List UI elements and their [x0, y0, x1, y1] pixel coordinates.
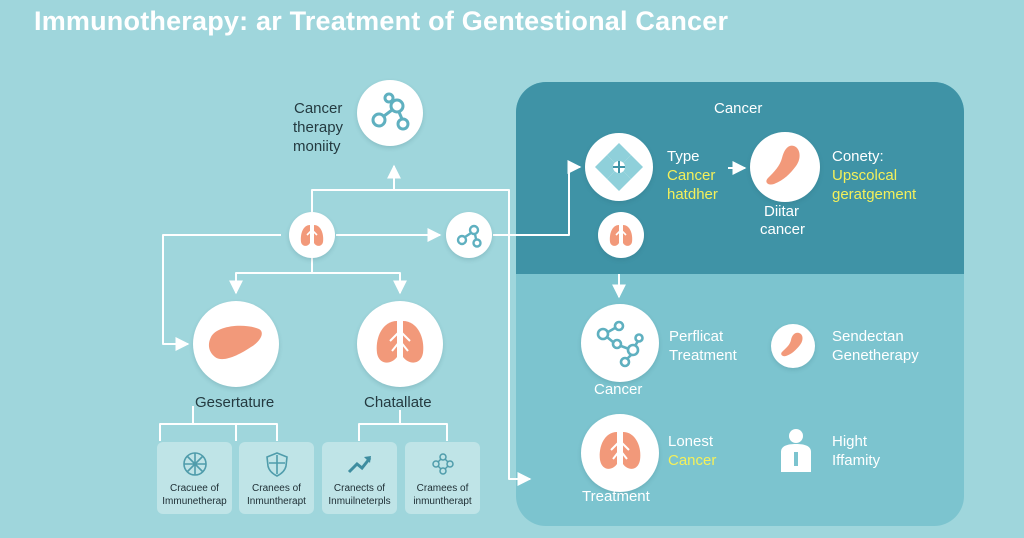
hight-line-2: Iffamity — [832, 452, 881, 469]
lungs-icon — [376, 315, 424, 363]
card-2-line-1: Cranees of — [252, 483, 301, 494]
stomach-icon — [766, 145, 800, 185]
molecule-icon — [371, 92, 410, 131]
card-1-line-1: Cracuee of — [170, 483, 219, 494]
hight-line-1: Hight — [832, 433, 868, 450]
sendectan-line-2: Genetherapy — [832, 347, 919, 364]
gesertature-label: Gesertature — [195, 394, 275, 411]
panel-header: Cancer — [714, 100, 763, 117]
chatallate-label: Chatallate — [364, 394, 432, 411]
molecule-cluster-icon — [432, 453, 454, 475]
dilitar-line-1: Diitar — [764, 203, 800, 220]
card-3-line-2: Inmuilneterpls — [328, 496, 391, 507]
dilitar-line-2: cancer — [760, 221, 806, 238]
arrow-split — [229, 258, 313, 295]
treatment-caption: Treatment — [582, 488, 650, 505]
cancer-hatcher-line-2: hatdher — [667, 186, 718, 203]
card-1-line-2: Immunetherap — [162, 496, 227, 507]
immune-cell-icon — [595, 143, 643, 191]
therapy-label-line-1: Cancer — [294, 100, 343, 117]
cancer-hatcher-line-1: Cancer — [667, 167, 716, 184]
globe-icon — [183, 452, 207, 476]
perflicat-caption: Cancer — [594, 381, 643, 398]
type-node — [585, 133, 653, 201]
molecule-icon — [596, 320, 644, 368]
therapy-label-line-2: therapy — [293, 119, 344, 136]
lonest-label: Lonest — [668, 433, 714, 450]
trend-arrow-icon — [347, 456, 372, 474]
card-4-line-2: inmuntherapt — [413, 496, 472, 507]
shield-icon — [266, 452, 288, 477]
lungs-icon — [609, 221, 633, 246]
central-organ-node — [289, 212, 335, 258]
type-label: Type — [667, 148, 700, 165]
perflicat-line-1: Perflicat — [669, 328, 724, 345]
panel-organ-node — [598, 212, 644, 258]
perflicat-node — [581, 304, 659, 382]
perflicat-line-2: Treatment — [669, 347, 737, 364]
chatallate-node — [357, 301, 443, 387]
gesertature-node — [193, 301, 279, 387]
card-inmuntherapt-2: Cramees of inmuntherapt — [405, 442, 480, 514]
card-inmuilneterpls: Cranects of Inmuilneterpls — [322, 442, 397, 514]
upscolcal-line-2: geratgement — [832, 186, 917, 203]
therapy-molecule-node — [357, 80, 423, 146]
lonest-node — [581, 414, 659, 492]
arrow-loop-left — [162, 234, 281, 351]
lungs-icon — [599, 426, 641, 469]
liver-icon — [208, 325, 262, 360]
lonest-cancer-label: Cancer — [668, 452, 717, 469]
card-3-line-1: Cranects of — [333, 483, 386, 494]
person-icon — [781, 429, 811, 472]
card-4-line-1: Cramees of — [416, 483, 469, 494]
card-2-line-2: Inmuntherapt — [247, 496, 306, 507]
upscolcal-line-1: Upscolcal — [832, 167, 898, 184]
molecule-icon — [456, 224, 482, 248]
conety-label: Conety: — [832, 148, 884, 165]
bracket-left — [159, 423, 278, 441]
sendectan-line-1: Sendectan — [832, 328, 904, 345]
lungs-icon — [300, 221, 324, 246]
arrow-to-lower-panel — [312, 189, 532, 486]
small-molecule-node — [446, 212, 492, 258]
page-title: Immunotherapy: ar Treatment of Gentestio… — [34, 6, 729, 36]
dilitar-node — [750, 132, 820, 202]
bracket-right — [358, 423, 448, 441]
sendectan-node — [771, 324, 815, 368]
arrow-to-panel — [493, 160, 582, 236]
card-inmuntherapt: Cranees of Inmuntherapt — [239, 442, 314, 514]
therapy-label-line-3: moniity — [293, 138, 341, 155]
stomach-icon — [781, 332, 803, 357]
card-immunetherap: Cracuee of Immunetherap — [157, 442, 232, 514]
